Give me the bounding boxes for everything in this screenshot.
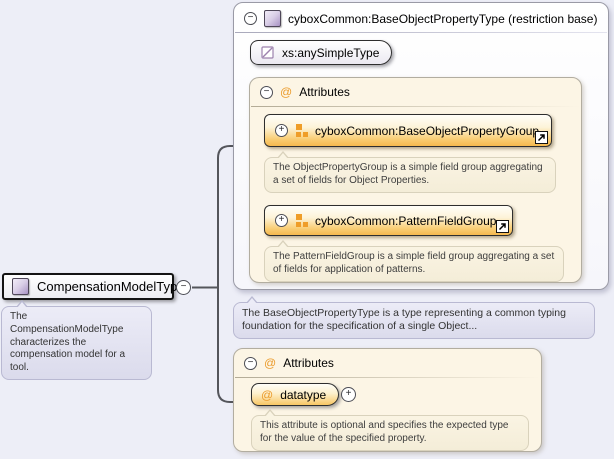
tooltip-pointer	[278, 242, 288, 248]
attributes-section: − @ Attributes + cyboxCommon:BaseObjectP…	[249, 77, 582, 283]
chip-any-simple-type[interactable]: xs:anySimpleType	[250, 40, 393, 65]
header-separator	[251, 106, 580, 107]
attribute-group-icon	[295, 214, 308, 227]
group2-label: cyboxCommon:PatternFieldGroup	[315, 213, 497, 228]
group2-tooltip: The PatternFieldGroup is a simple field …	[264, 240, 564, 282]
attribute-at-icon: @	[264, 356, 277, 370]
attributes-header-label: Attributes	[299, 85, 350, 99]
chip-base-object-property-group[interactable]: + cyboxCommon:BaseObjectPropertyGroup	[264, 114, 552, 147]
base-type-header: − cyboxCommon:BaseObjectPropertyType (re…	[234, 3, 608, 27]
base-type-title: cyboxCommon:BaseObjectPropertyType (rest…	[288, 11, 598, 26]
datatype-tooltip-text: This attribute is optional and specifies…	[260, 420, 509, 444]
base-object-property-type-box: − cyboxCommon:BaseObjectPropertyType (re…	[233, 2, 609, 290]
node-compensation-model-type[interactable]: CompensationModelType	[2, 273, 184, 300]
collapse-toggle-attributes[interactable]: −	[260, 85, 273, 99]
complex-type-icon	[12, 278, 29, 295]
header-separator	[235, 377, 540, 378]
attribute-at-icon: @	[280, 85, 293, 99]
tooltip-pointer	[17, 302, 27, 308]
attribute-group-icon	[295, 124, 308, 137]
collapse-toggle-base-type[interactable]: −	[244, 12, 257, 25]
chip-datatype-attribute[interactable]: @ datatype	[251, 383, 340, 406]
complex-type-icon	[264, 10, 281, 27]
goto-definition-arrow-icon[interactable]	[496, 220, 509, 233]
group1-tooltip: The ObjectPropertyGroup is a simple fiel…	[264, 151, 556, 193]
simple-type-icon	[260, 45, 275, 60]
tooltip-pointer	[278, 153, 288, 159]
expand-toggle-datatype[interactable]: +	[341, 387, 356, 402]
tooltip-pointer	[247, 298, 257, 304]
collapse-toggle-own-attributes[interactable]: −	[244, 356, 257, 370]
chip-pattern-field-group[interactable]: + cyboxCommon:PatternFieldGroup	[264, 205, 513, 236]
base-type-tooltip-text: The BaseObjectPropertyType is a type rep…	[242, 307, 566, 333]
expand-toggle-group1[interactable]: +	[275, 124, 288, 137]
own-attributes-header-label: Attributes	[283, 356, 334, 370]
simple-type-label: xs:anySimpleType	[282, 45, 380, 60]
attributes-header: − @ Attributes	[250, 78, 581, 99]
left-node-tooltip-text: The CompensationModelType characterizes …	[10, 311, 126, 374]
datatype-label: datatype	[280, 387, 327, 402]
datatype-tooltip: This attribute is optional and specifies…	[251, 409, 529, 451]
node-label: CompensationModelType	[37, 279, 185, 294]
goto-definition-arrow-icon[interactable]	[535, 131, 548, 144]
expand-toggle-group2[interactable]: +	[275, 214, 288, 227]
own-attributes-box: − @ Attributes @ datatype + This attribu…	[233, 348, 542, 452]
left-node-tooltip: The CompensationModelType characterizes …	[1, 300, 152, 380]
tooltip-pointer	[265, 411, 275, 417]
group2-tooltip-text: The PatternFieldGroup is a simple field …	[273, 251, 555, 275]
own-attributes-header: − @ Attributes	[234, 349, 541, 370]
group1-tooltip-text: The ObjectPropertyGroup is a simple fiel…	[273, 162, 543, 186]
base-type-tooltip: The BaseObjectPropertyType is a type rep…	[233, 296, 595, 339]
collapse-toggle-left-node[interactable]: −	[176, 280, 191, 295]
attribute-at-icon: @	[261, 387, 274, 402]
header-separator	[235, 32, 607, 33]
group1-label: cyboxCommon:BaseObjectPropertyGroup	[315, 123, 540, 138]
